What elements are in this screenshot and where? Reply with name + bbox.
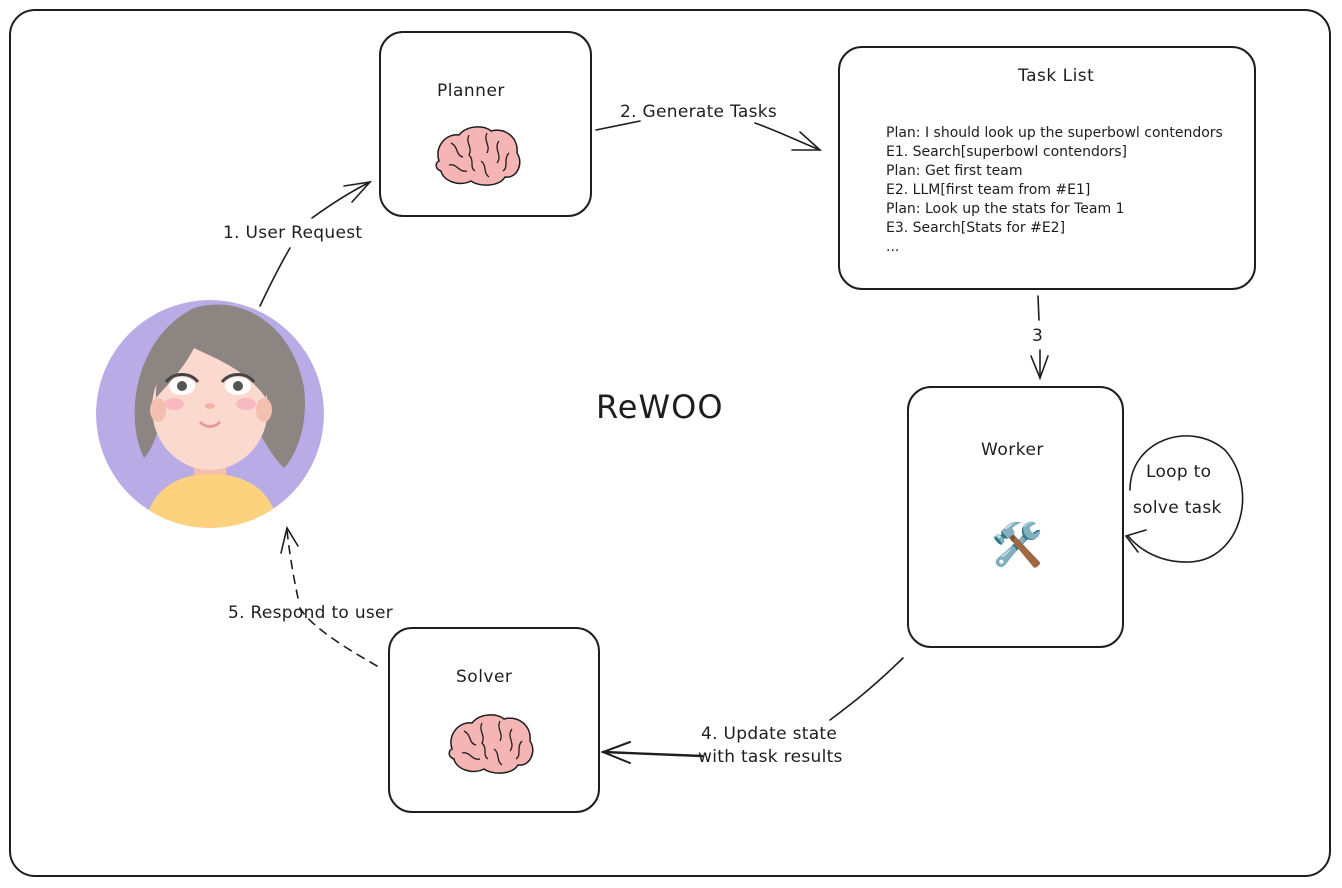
task-line: Plan: I should look up the superbowl con… [886,125,1223,141]
arrowhead [343,180,373,203]
task-line: Plan: Look up the stats for Team 1 [886,201,1125,217]
arrowhead [280,525,299,554]
edge-label-respond: 5. Respond to user [228,603,394,623]
solver-node[interactable]: Solver [388,627,600,813]
arrow-respond [299,607,378,667]
task-line: ... [886,239,900,255]
arrowhead [791,131,823,151]
arrow-generate-right [754,122,821,151]
user-avatar[interactable] [94,298,326,530]
task-line: Plan: Get first team [886,163,1023,179]
task-line: E2. LLM[first team from #E1] [886,182,1091,198]
edge-label-loop-2: solve task [1133,498,1222,518]
arrow-respond-upper [286,529,299,599]
task-list-node[interactable]: Task List Plan: I should look up the sup… [838,46,1256,290]
worker-node[interactable]: Worker 🛠️ [907,386,1124,648]
planner-label: Planner [437,81,505,101]
edge-label-step-3: 3 [1032,326,1044,346]
edge-label-loop-1: Loop to [1146,462,1212,482]
planner-node[interactable]: Planner [379,31,592,217]
edge-label-user-request: 1. User Request [223,223,363,243]
edge-label-update-2: with task results [698,747,843,767]
edge-label-update-1: 4. Update state [701,724,838,744]
task-list-label: Task List [1018,66,1095,86]
arrowhead [1030,355,1049,381]
arrow-step3-top [1037,295,1040,321]
solver-label: Solver [456,667,513,687]
arrowhead [1124,529,1147,553]
edge-label-generate-tasks: 2. Generate Tasks [620,102,778,122]
task-line: E1. Search[superbowl contendors] [886,144,1127,160]
arrow-generate-left [595,120,641,131]
hammer-and-wrench-icon: 🛠️ [991,520,1044,569]
diagram-title: ReWOO [596,388,724,426]
worker-label: Worker [981,440,1044,460]
arrow-update-diagonal [829,657,904,721]
arrow-user-request-upper [311,181,371,219]
brain-icon [448,714,534,774]
arrowhead [600,741,631,764]
arrow-user-request-lower [259,247,291,307]
canvas-frame [9,9,1331,877]
task-list-lines: Plan: I should look up the superbowl con… [886,124,1223,257]
brain-icon [435,126,521,186]
task-line: E3. Search[Stats for #E2] [886,220,1066,236]
arrow-loop [1127,435,1244,563]
arrow-update-horizontal [601,750,704,758]
